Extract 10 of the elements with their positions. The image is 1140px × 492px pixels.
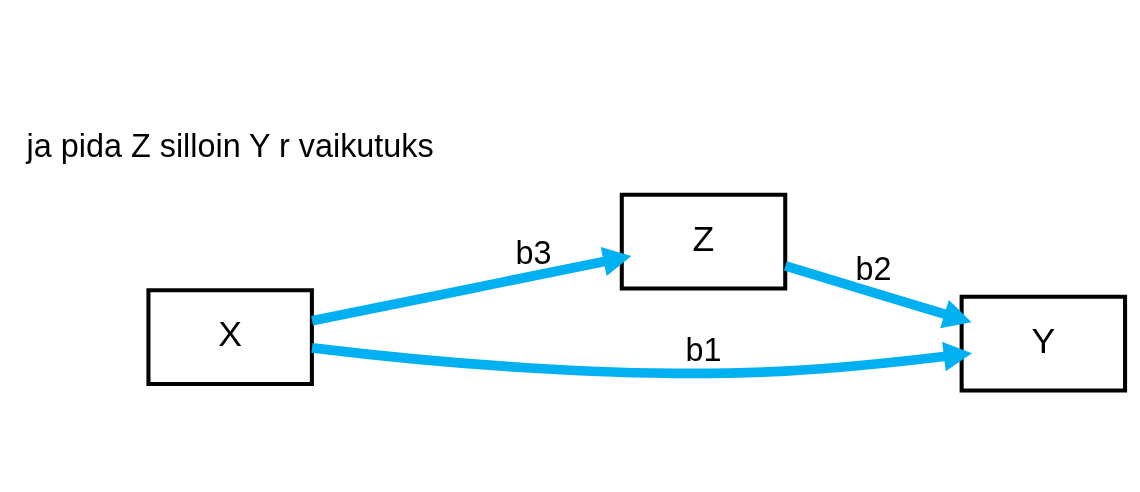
node-box: Z bbox=[619, 192, 788, 291]
node-box: X bbox=[146, 287, 314, 386]
edge-label: b2 bbox=[855, 250, 892, 287]
edge-label: b3 bbox=[515, 234, 552, 271]
arrow bbox=[311, 246, 632, 326]
arrow bbox=[783, 260, 972, 328]
label: ja pida Z silloin Y r vaikutuks bbox=[26, 127, 434, 164]
node-box: Y bbox=[959, 294, 1128, 393]
edge-label: b1 bbox=[685, 331, 722, 368]
arrow bbox=[311, 341, 972, 378]
